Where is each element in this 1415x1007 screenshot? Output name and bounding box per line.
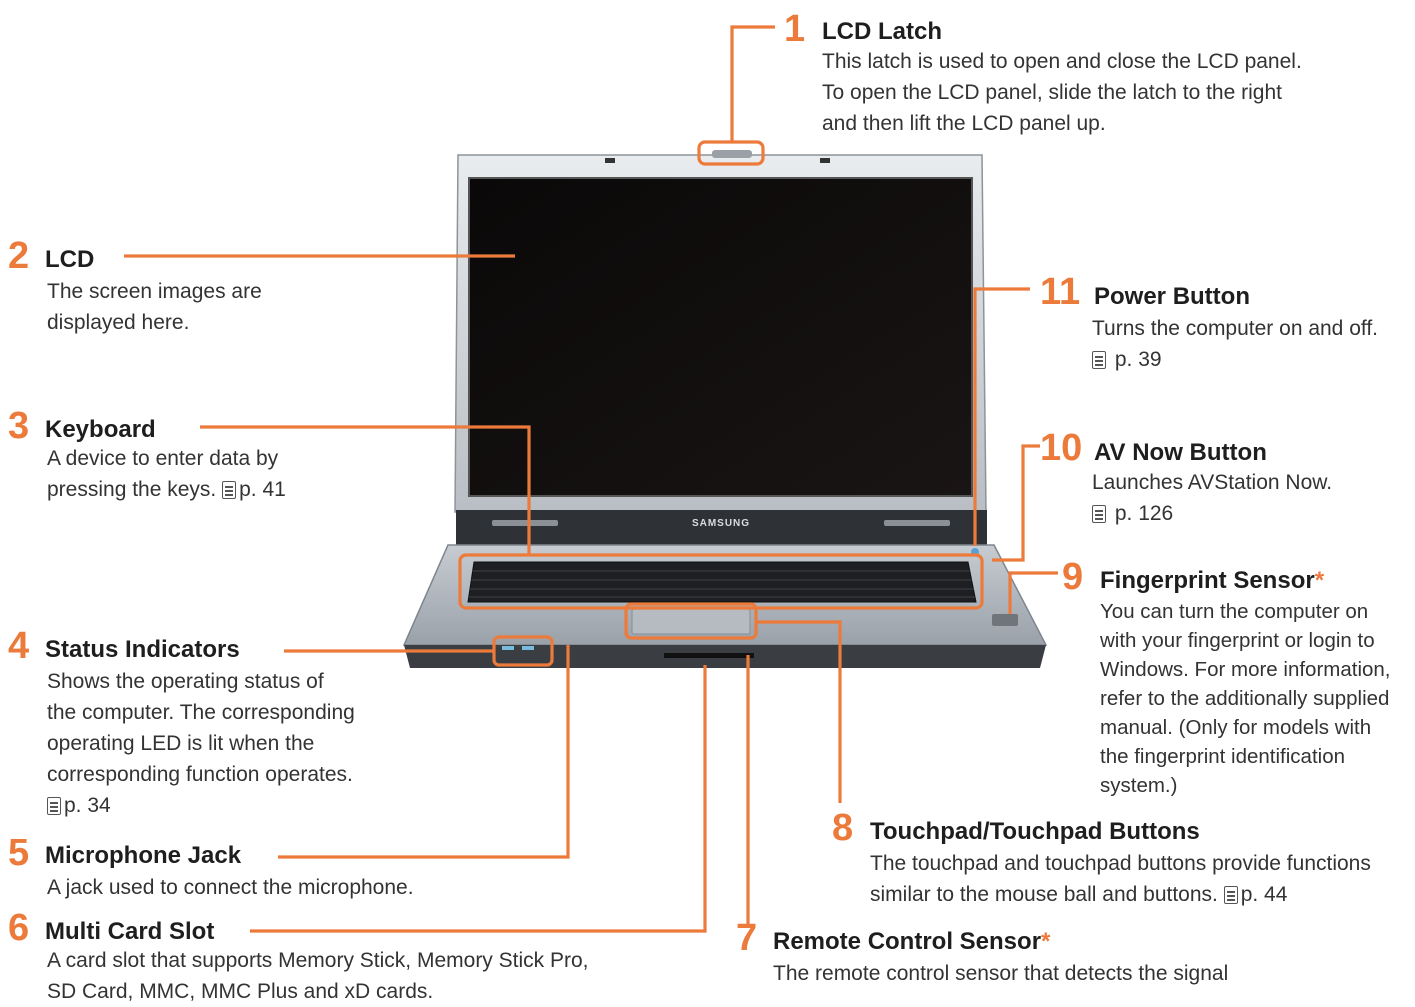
manual-icon [1223, 886, 1238, 904]
callout-title: LCD [45, 246, 95, 273]
callout-number: 3 [8, 405, 30, 447]
page-reference: p. 126 [1092, 498, 1332, 529]
callout-number: 7 [736, 917, 758, 959]
leader-5 [278, 645, 570, 859]
callout-number: 2 [8, 235, 30, 277]
callout-description: Turns the computer on and off. p. 39 [1092, 313, 1378, 375]
hinge-strip [456, 510, 987, 545]
callout-description: The remote control sensor that detects t… [773, 962, 1229, 985]
callout-description: The screen images are displayed here. [47, 280, 262, 334]
callout-title: Touchpad/Touchpad Buttons [870, 818, 1200, 845]
page-reference: p. 39 [1092, 344, 1378, 375]
callout-description: A card slot that supports Memory Stick, … [47, 949, 589, 1003]
leader-10 [992, 444, 1040, 562]
leader-9 [1008, 571, 1058, 614]
callout-number: 6 [8, 907, 30, 949]
page-reference: p. 34 [47, 790, 355, 821]
leader-11 [973, 287, 1030, 546]
callout-number: 8 [832, 807, 854, 849]
manual-icon [222, 481, 237, 499]
callout-description: This latch is used to open and close the… [822, 50, 1302, 135]
callout-number: 4 [8, 625, 30, 667]
callout-number: 11 [1040, 271, 1081, 313]
asterisk-mark: * [1314, 567, 1325, 594]
samsung-logo: SAMSUNG [692, 518, 750, 529]
callout-description: A device to enter data by pressing the k… [47, 447, 286, 501]
callout-title: Fingerprint Sensor* [1100, 567, 1325, 594]
keyboard-part [467, 561, 977, 603]
callout-number: 9 [1062, 556, 1084, 598]
fingerprint-part [992, 614, 1018, 626]
asterisk-mark: * [1041, 928, 1051, 955]
leader-3 [200, 425, 531, 555]
manual-icon [47, 797, 61, 815]
callout-title: AV Now Button [1094, 439, 1267, 466]
callout-description: You can turn the computer on with your f… [1100, 600, 1391, 797]
manual-icon [1092, 505, 1106, 523]
page-reference: p. 41 [222, 478, 286, 501]
callout-number: 5 [8, 832, 30, 874]
callout-description: A jack used to connect the microphone. [47, 876, 414, 899]
callout-number: 1 [784, 8, 806, 50]
lcd-latch-part [712, 150, 752, 158]
callout-title: Keyboard [45, 416, 156, 443]
callout-number: 10 [1040, 427, 1083, 469]
callout-description: The touchpad and touchpad buttons provid… [870, 852, 1371, 906]
callout-title: Multi Card Slot [45, 918, 215, 945]
callout-description: Shows the operating status of the comput… [47, 666, 355, 821]
callout-title: Power Button [1094, 283, 1250, 310]
leader-1 [730, 25, 775, 142]
manual-icon [1092, 351, 1106, 369]
touchpad-part [631, 608, 751, 635]
callout-title: Remote Control Sensor* [773, 928, 1051, 955]
callout-title: Microphone Jack [45, 842, 242, 869]
callout-description: Launches AVStation Now. p. 126 [1092, 467, 1332, 529]
leader-8 [756, 620, 842, 803]
lcd-screen [468, 177, 973, 497]
keyboard-highlight [458, 553, 984, 610]
page-reference: p. 44 [1223, 883, 1287, 906]
leader-6 [250, 665, 707, 933]
callout-title: Status Indicators [45, 636, 240, 663]
callout-title: LCD Latch [822, 18, 942, 45]
